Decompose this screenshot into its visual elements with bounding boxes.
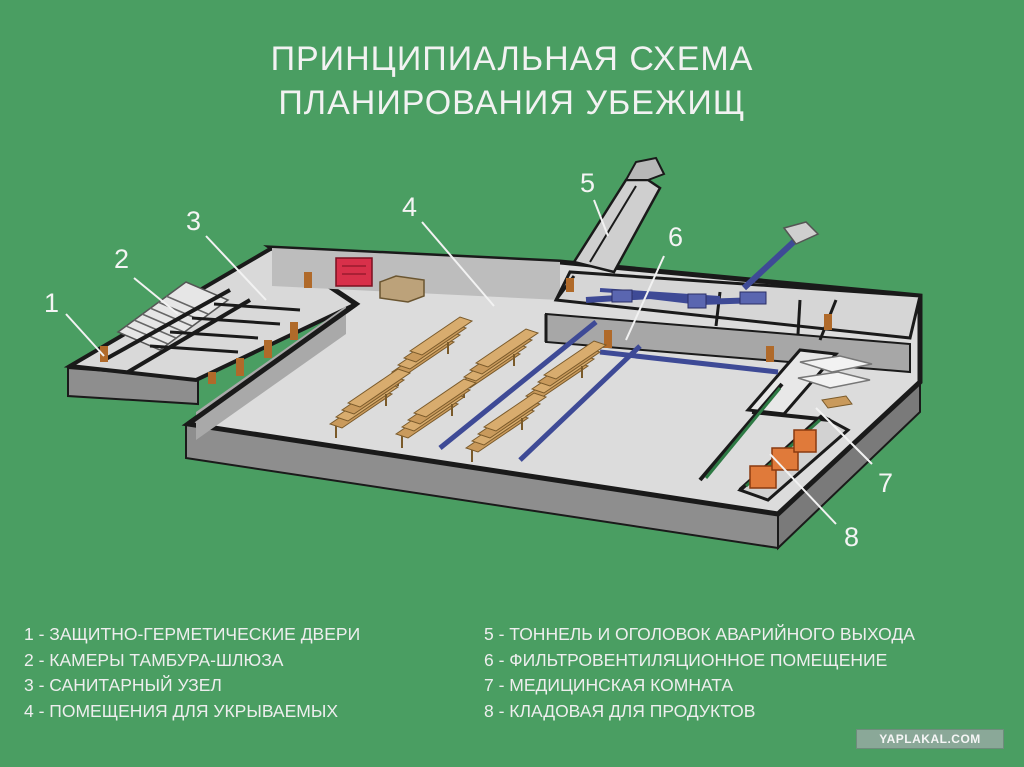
title-line-2: ПЛАНИРОВАНИЯ УБЕЖИЩ	[278, 83, 746, 122]
hermetic-door-icon	[100, 346, 108, 362]
legend-item: 2 - КАМЕРЫ ТАМБУРА-ШЛЮЗА	[24, 649, 284, 670]
title-line-1: ПРИНЦИПИАЛЬНАЯ СХЕМА	[270, 39, 754, 78]
legend-item: 6 - ФИЛЬТРОВЕНТИЛЯЦИОННОЕ ПОМЕЩЕНИЕ	[484, 649, 888, 670]
legend-left: 1 - ЗАЩИТНО-ГЕРМЕТИЧЕСКИЕ ДВЕРИ 2 - КАМЕ…	[24, 622, 360, 724]
diagram-title: ПРИНЦИПИАЛЬНАЯ СХЕМА ПЛАНИРОВАНИЯ УБЕЖИЩ	[0, 37, 1024, 125]
bench-icon	[394, 378, 478, 448]
bench-icon	[464, 392, 548, 462]
callout-2: 2	[114, 244, 129, 274]
bench-icon	[456, 328, 540, 398]
legend-item: 8 - КЛАДОВАЯ ДЛЯ ПРОДУКТОВ	[484, 700, 756, 721]
legend-item: 7 - МЕДИЦИНСКАЯ КОМНАТА	[484, 675, 734, 695]
door-icon	[290, 322, 298, 340]
callout-lines	[65, 199, 873, 525]
callout-1: 1	[44, 288, 59, 318]
door-icon	[766, 346, 774, 362]
callout-5: 5	[580, 168, 595, 198]
watermark: YAPLAKAL.COM	[856, 729, 1004, 749]
bench-icon	[524, 340, 608, 410]
door-icon	[566, 278, 574, 292]
door-icon	[208, 372, 216, 384]
door-icon	[304, 272, 312, 288]
bench-icon	[328, 368, 412, 438]
bench-icon	[390, 316, 474, 386]
pipes	[438, 320, 779, 462]
door-icon	[824, 314, 832, 330]
door-icon	[604, 330, 612, 348]
medical-shelves	[797, 355, 873, 409]
callout-4: 4	[402, 192, 417, 222]
food-crates	[749, 429, 817, 489]
callout-7: 7	[878, 468, 893, 498]
door-icon	[264, 340, 272, 358]
storage-box-icon	[379, 275, 425, 303]
legend-right: 5 - ТОННЕЛЬ И ОГОЛОВОК АВАРИЙНОГО ВЫХОДА…	[484, 622, 915, 724]
legend-item: 3 - САНИТАРНЫЙ УЗЕЛ	[24, 675, 222, 695]
door-icon	[236, 358, 244, 376]
benches	[328, 316, 608, 462]
callout-8: 8	[844, 522, 859, 552]
electrical-panel-icon	[335, 257, 373, 287]
legend-item: 5 - ТОННЕЛЬ И ОГОЛОВОК АВАРИЙНОГО ВЫХОДА	[484, 624, 915, 644]
callout-6: 6	[668, 222, 683, 252]
callout-3: 3	[186, 206, 201, 236]
legend-item: 4 - ПОМЕЩЕНИЯ ДЛЯ УКРЫВАЕМЫХ	[24, 700, 339, 721]
ventilation-room	[304, 156, 922, 362]
legend-item: 1 - ЗАЩИТНО-ГЕРМЕТИЧЕСКИЕ ДВЕРИ	[24, 624, 361, 644]
